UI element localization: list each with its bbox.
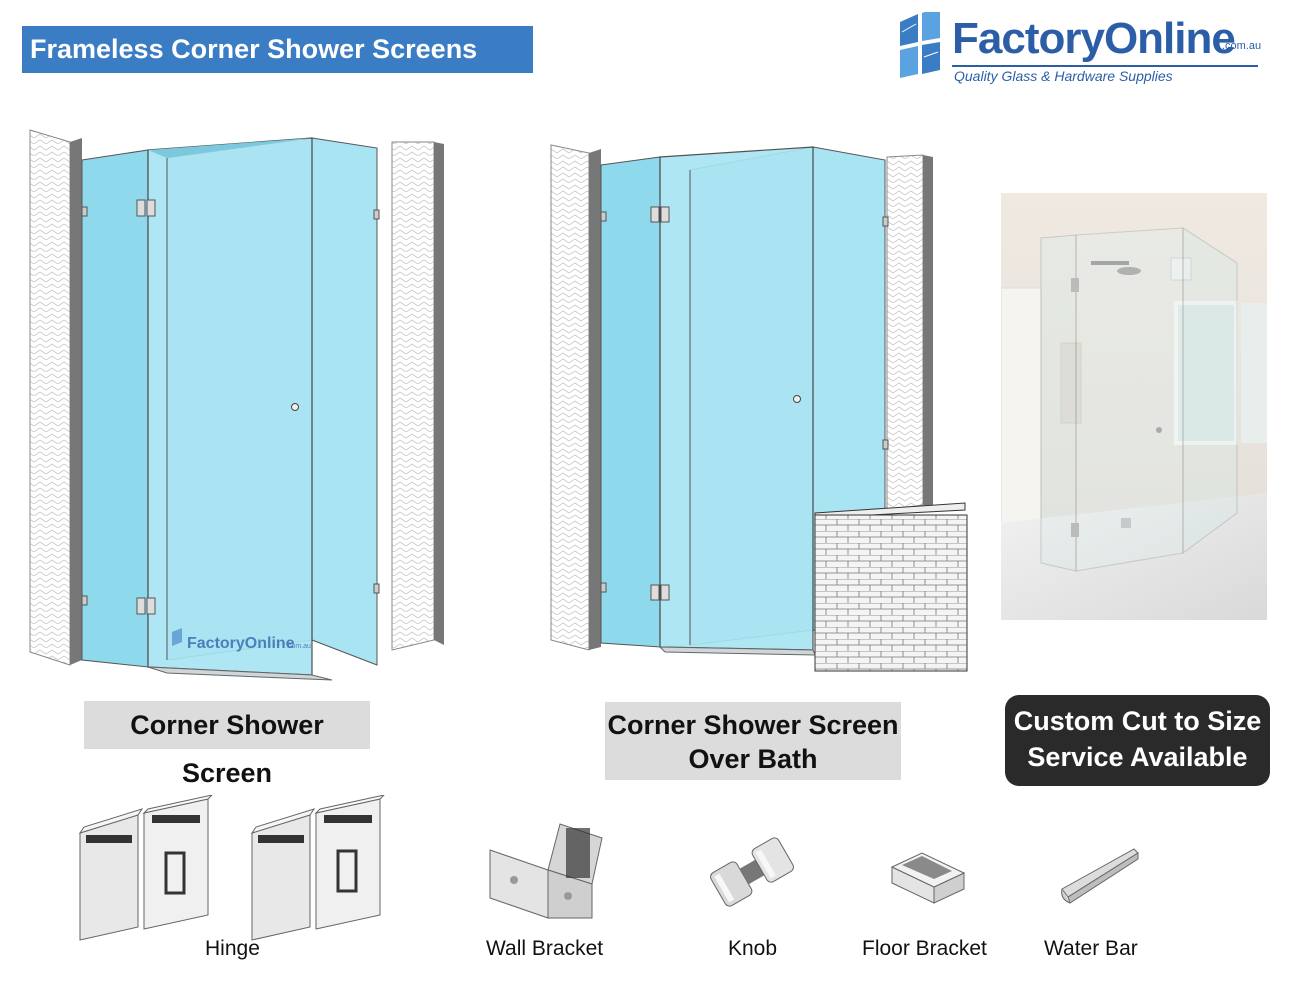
part-label-water-bar: Water Bar	[1044, 937, 1138, 960]
part-label-wall-bracket: Wall Bracket	[486, 937, 604, 960]
watermark-brand: FactoryOnline	[187, 635, 295, 652]
factoryonline-logo[interactable]: FactoryOnline .com.au Quality Glass & Ha…	[896, 12, 1266, 87]
caption-over-bath-line1: Corner Shower Screen	[607, 710, 899, 740]
watermark-domain: .com.au	[286, 643, 311, 650]
hinge-icon	[78, 795, 385, 941]
page-title: Frameless Corner Shower Screens	[22, 26, 533, 73]
knob-icon	[710, 837, 794, 907]
corner-shower-screen-illustration: FactoryOnline .com.au	[29, 129, 444, 681]
part-label-hinge: Hinge	[205, 937, 260, 960]
caption-corner-shower-screen: Corner Shower Screen	[84, 701, 370, 788]
logo-tagline: Quality Glass & Hardware Supplies	[954, 68, 1173, 84]
logo-rule	[952, 65, 1258, 67]
water-bar-icon	[1061, 848, 1139, 904]
shower-photo-image	[1001, 193, 1267, 620]
custom-cut-line2: Service Available	[1027, 742, 1248, 772]
wall-bracket-icon	[489, 823, 603, 919]
caption-over-bath: Corner Shower Screen Over Bath	[605, 702, 901, 780]
custom-cut-badge: Custom Cut to Size Service Available	[1005, 695, 1270, 786]
floor-bracket-icon	[890, 852, 966, 904]
part-label-knob: Knob	[728, 937, 778, 960]
shower-photo	[1001, 193, 1267, 620]
part-label-floor-bracket: Floor Bracket	[862, 937, 987, 960]
logo-brand: FactoryOnline	[952, 14, 1236, 63]
custom-cut-line1: Custom Cut to Size	[1013, 706, 1262, 736]
window-logo-icon	[900, 12, 940, 78]
corner-shower-over-bath-illustration	[550, 144, 968, 672]
caption-over-bath-line2: Over Bath	[688, 744, 818, 774]
logo-domain: .com.au	[1222, 40, 1262, 52]
